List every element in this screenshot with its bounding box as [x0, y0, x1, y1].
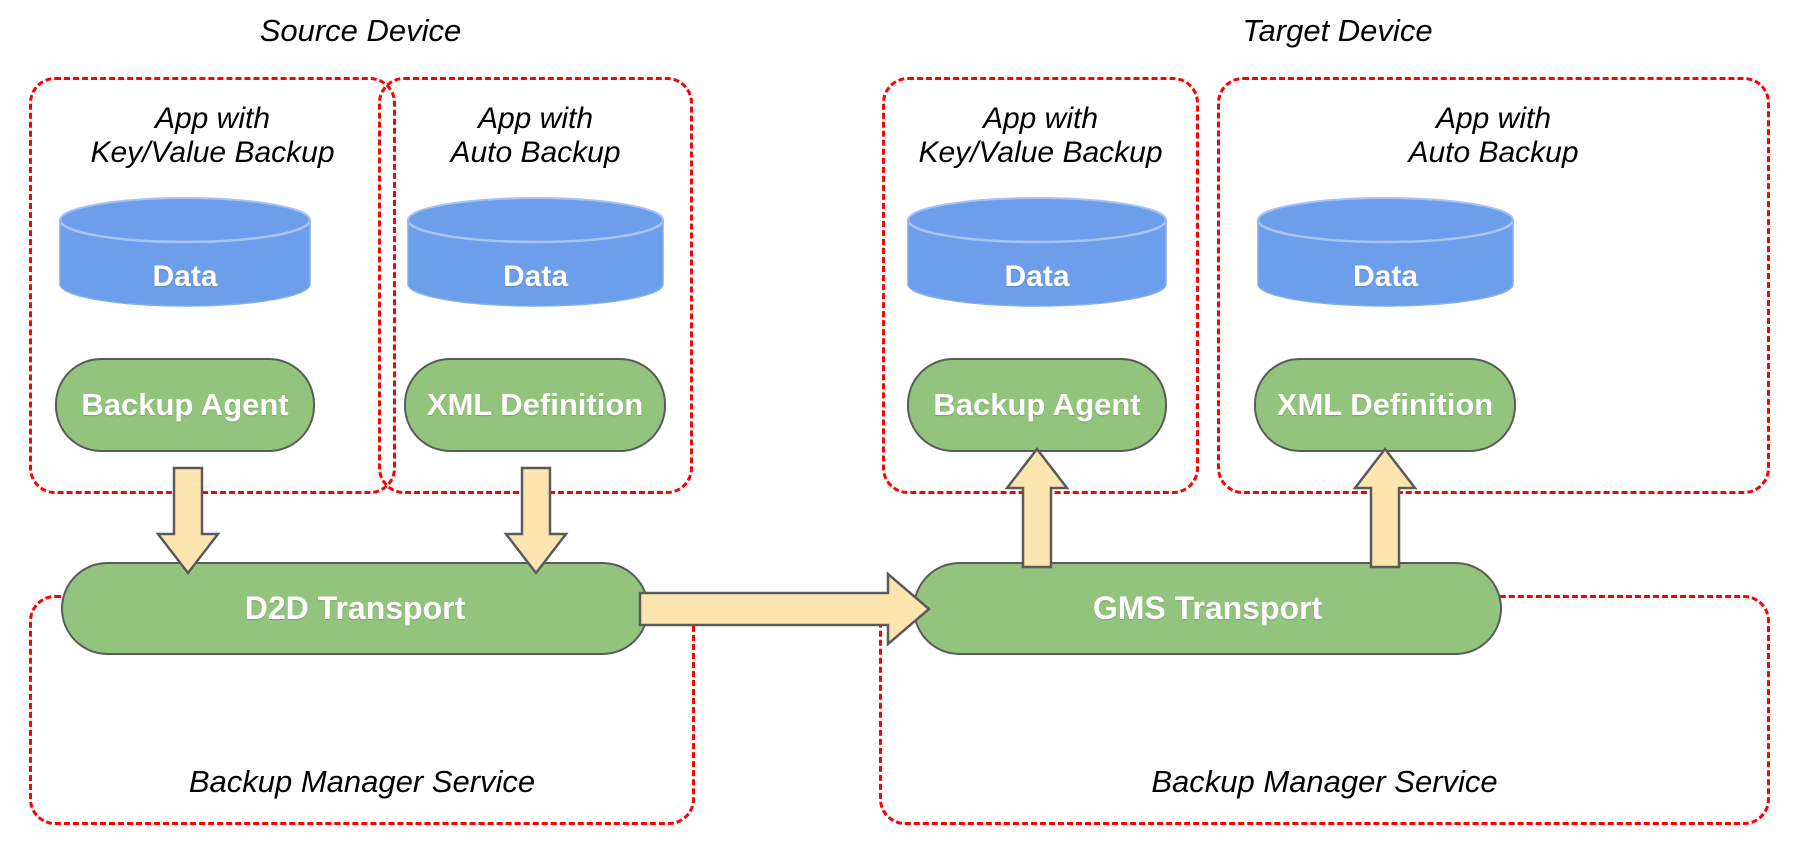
app-caption-line2: Auto Backup — [1408, 135, 1579, 169]
app-caption-target-auto: App with Auto Backup — [1220, 102, 1767, 169]
data-cylinder-source-auto: Data — [406, 197, 665, 307]
transport-d2d[interactable]: D2D Transport — [61, 562, 649, 655]
app-caption-source-auto: App with Auto Backup — [381, 102, 690, 169]
component-backup-agent-target[interactable]: Backup Agent — [907, 358, 1167, 452]
transport-gms[interactable]: GMS Transport — [913, 562, 1502, 655]
service-caption-target: Backup Manager Service — [1151, 764, 1498, 799]
data-label-source-kv: Data — [152, 260, 218, 293]
arrow-down-source-kv — [155, 466, 221, 576]
data-cylinder-target-auto: Data — [1256, 197, 1515, 307]
app-caption-line2: Key/Value Backup — [90, 135, 335, 169]
arrow-up-target-auto — [1352, 446, 1418, 569]
data-label-source-auto: Data — [502, 260, 569, 293]
service-caption-source: Backup Manager Service — [188, 764, 536, 799]
app-caption-line2: Auto Backup — [450, 135, 621, 169]
device-title-source: Source Device — [259, 13, 462, 48]
service-container-source: Backup Manager Service — [29, 595, 695, 825]
device-title-target: Target Device — [1242, 13, 1433, 48]
app-caption-target-kv: App with Key/Value Backup — [885, 102, 1196, 169]
data-cylinder-target-kv: Data — [906, 197, 1168, 307]
app-container-target-auto: App with Auto Backup — [1217, 77, 1770, 494]
arrow-up-target-kv — [1004, 446, 1070, 569]
app-container-source-kv: App with Key/Value Backup — [29, 77, 396, 494]
arrow-down-source-auto — [503, 466, 569, 576]
data-label-target-kv: Data — [1004, 260, 1070, 293]
component-backup-agent-source[interactable]: Backup Agent — [55, 358, 315, 452]
component-xml-definition-source[interactable]: XML Definition — [404, 358, 666, 452]
data-label-target-auto: Data — [1352, 260, 1419, 293]
app-caption-line2: Key/Value Backup — [918, 135, 1163, 169]
app-caption-line1: App with — [1435, 102, 1552, 135]
app-caption-line1: App with — [982, 102, 1099, 135]
component-xml-definition-target[interactable]: XML Definition — [1254, 358, 1516, 452]
app-caption-source-kv: App with Key/Value Backup — [32, 102, 393, 169]
data-cylinder-source-kv: Data — [58, 197, 312, 307]
app-caption-line1: App with — [477, 102, 594, 135]
app-caption-line1: App with — [154, 102, 271, 135]
arrow-right-transport — [638, 571, 931, 647]
